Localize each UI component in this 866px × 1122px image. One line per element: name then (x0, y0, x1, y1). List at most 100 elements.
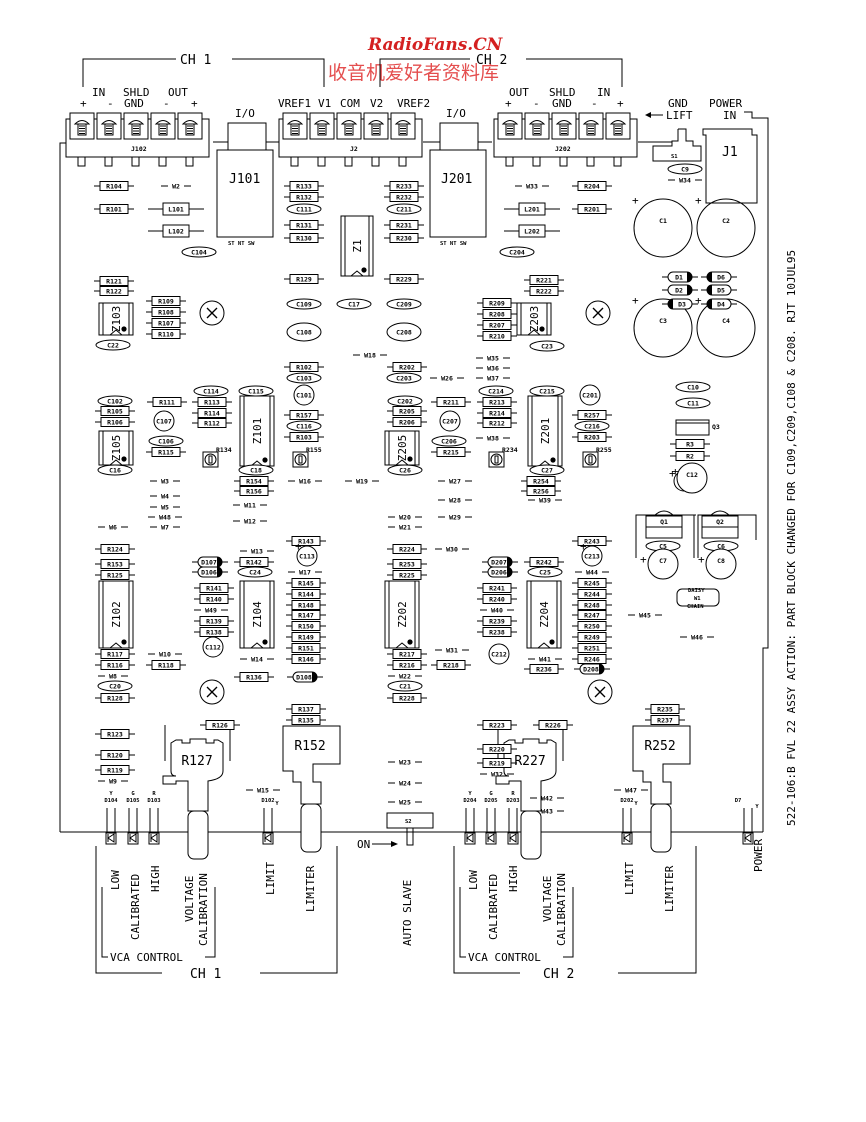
resistor-r114[interactable]: R114 (192, 408, 232, 418)
ic-z201[interactable]: Z201 (527, 395, 563, 467)
switch-s1-gnd-lift[interactable]: S1 (652, 128, 702, 162)
resistor-r141[interactable]: R141 (194, 583, 234, 593)
resistor-r226[interactable]: R226 (533, 720, 573, 730)
capacitor-c24[interactable]: C24 (237, 566, 273, 578)
capacitor-c10[interactable]: C10 (675, 381, 711, 393)
jumper-w43[interactable]: W43 (530, 808, 564, 816)
resistor-r124[interactable]: R124 (95, 544, 135, 554)
potentiometer-r152[interactable]: R152 (282, 725, 341, 853)
resistor-r237[interactable]: R237 (645, 715, 685, 725)
resistor-r130[interactable]: R130 (284, 233, 324, 243)
resistor-r217[interactable]: R217 (387, 649, 427, 659)
ic-z104[interactable]: Z104 (239, 580, 275, 649)
resistor-r224[interactable]: R224 (387, 544, 427, 554)
diode-d107[interactable]: D107 (192, 556, 228, 568)
diode-d2[interactable]: D2 (662, 284, 698, 296)
resistor-r222[interactable]: R222 (524, 286, 564, 296)
resistor-r240[interactable]: R240 (477, 594, 517, 604)
resistor-r135[interactable]: R135 (286, 715, 326, 725)
resistor-r236[interactable]: R236 (524, 664, 564, 674)
capacitor-c17[interactable]: C17 (336, 298, 372, 310)
jumper-w26[interactable]: W26 (430, 375, 464, 383)
resistor-r103[interactable]: R103 (284, 432, 324, 442)
jumper-w30[interactable]: W30 (435, 546, 469, 554)
resistor-r118[interactable]: R118 (146, 660, 186, 670)
resistor-r108[interactable]: R108 (146, 307, 186, 317)
resistor-r107[interactable]: R107 (146, 318, 186, 328)
resistor-r149[interactable]: R149 (286, 632, 326, 642)
resistor-r229[interactable]: R229 (384, 274, 424, 284)
jumper-w37[interactable]: W37 (476, 375, 510, 383)
resistor-r221[interactable]: R221 (524, 275, 564, 285)
ic-z102[interactable]: Z102 (98, 580, 134, 649)
resistor-r139[interactable]: R139 (194, 616, 234, 626)
diode-d208[interactable]: D208 (574, 663, 610, 675)
resistor-r211[interactable]: R211 (431, 397, 471, 407)
capacitor-c106[interactable]: C106 (148, 435, 184, 447)
resistor-r143[interactable]: R143 (286, 536, 326, 546)
capacitor-c21[interactable]: C21 (387, 680, 423, 692)
trimmer-r155[interactable]: R155 (292, 446, 322, 468)
diode-d5[interactable]: D5 (701, 284, 737, 296)
capacitor-c102[interactable]: C102 (97, 395, 133, 407)
terminal-block-j102[interactable] (65, 112, 210, 167)
resistor-r111[interactable]: R111 (147, 397, 187, 407)
ic-z1[interactable]: Z1 (340, 215, 374, 277)
diode-d108[interactable]: D108 (287, 671, 323, 683)
resistor-r104[interactable]: R104 (94, 181, 134, 191)
resistor-r125[interactable]: R125 (95, 570, 135, 580)
resistor-r246[interactable]: R246 (572, 654, 612, 664)
resistor-r147[interactable]: R147 (286, 610, 326, 620)
capacitor-c201[interactable]: C201 (579, 384, 601, 406)
resistor-r148[interactable]: R148 (286, 600, 326, 610)
jumper-w20[interactable]: W20 (388, 514, 422, 522)
resistor-r146[interactable]: R146 (286, 654, 326, 664)
jumper-w4[interactable]: W4 (150, 493, 180, 501)
capacitor-c25[interactable]: C25 (527, 566, 563, 578)
resistor-r126[interactable]: R126 (200, 720, 240, 730)
jack-j101[interactable]: J101 ST NT SW (216, 122, 274, 247)
jumper-w3[interactable]: W3 (150, 478, 180, 486)
resistor-r208[interactable]: R208 (477, 309, 517, 319)
jumper-w35[interactable]: W35 (476, 355, 510, 363)
potentiometer-r227[interactable]: R227 (495, 725, 564, 860)
capacitor-c22[interactable]: C22 (95, 339, 131, 351)
resistor-r109[interactable]: R109 (146, 296, 186, 306)
capacitor-c18[interactable]: C18 (238, 464, 274, 476)
capacitor-c113[interactable]: +C113 (295, 540, 318, 567)
resistor-r248[interactable]: R248 (572, 600, 612, 610)
resistor-r136[interactable]: R136 (234, 672, 274, 682)
resistor-r202[interactable]: R202 (387, 362, 427, 372)
resistor-r225[interactable]: R225 (387, 570, 427, 580)
terminal-block-j202[interactable] (493, 112, 638, 167)
jumper-w5[interactable]: W5 (150, 504, 180, 512)
resistor-r218[interactable]: R218 (431, 660, 471, 670)
jumper-w36[interactable]: W36 (476, 365, 510, 373)
capacitor-c116[interactable]: C116 (286, 420, 322, 432)
diode-d206[interactable]: D206 (482, 566, 518, 578)
resistor-r220[interactable]: R220 (477, 744, 517, 754)
resistor-r244[interactable]: R244 (572, 589, 612, 599)
jumper-w11[interactable]: W11 (233, 502, 267, 510)
jumper-w38[interactable]: W38 (476, 435, 510, 443)
capacitor-c104[interactable]: C104 (181, 246, 217, 258)
capacitor-c206[interactable]: C206 (431, 435, 467, 447)
jumper-w39[interactable]: W39 (528, 497, 562, 505)
resistor-r144[interactable]: R144 (286, 589, 326, 599)
capacitor-c11[interactable]: C11 (675, 397, 711, 409)
resistor-r205[interactable]: R205 (387, 406, 427, 416)
resistor-r207[interactable]: R207 (477, 320, 517, 330)
capacitor-c208[interactable]: C208 (386, 322, 422, 342)
resistor-r115[interactable]: R115 (146, 447, 186, 457)
diode-d4[interactable]: D4 (701, 298, 737, 310)
capacitor-c216[interactable]: C216 (574, 420, 610, 432)
resistor-r110[interactable]: R110 (146, 329, 186, 339)
potentiometer-r252[interactable]: R252 (632, 725, 691, 853)
resistor-r216[interactable]: R216 (387, 660, 427, 670)
resistor-r123[interactable]: R123 (95, 729, 135, 739)
resistor-r210[interactable]: R210 (477, 331, 517, 341)
